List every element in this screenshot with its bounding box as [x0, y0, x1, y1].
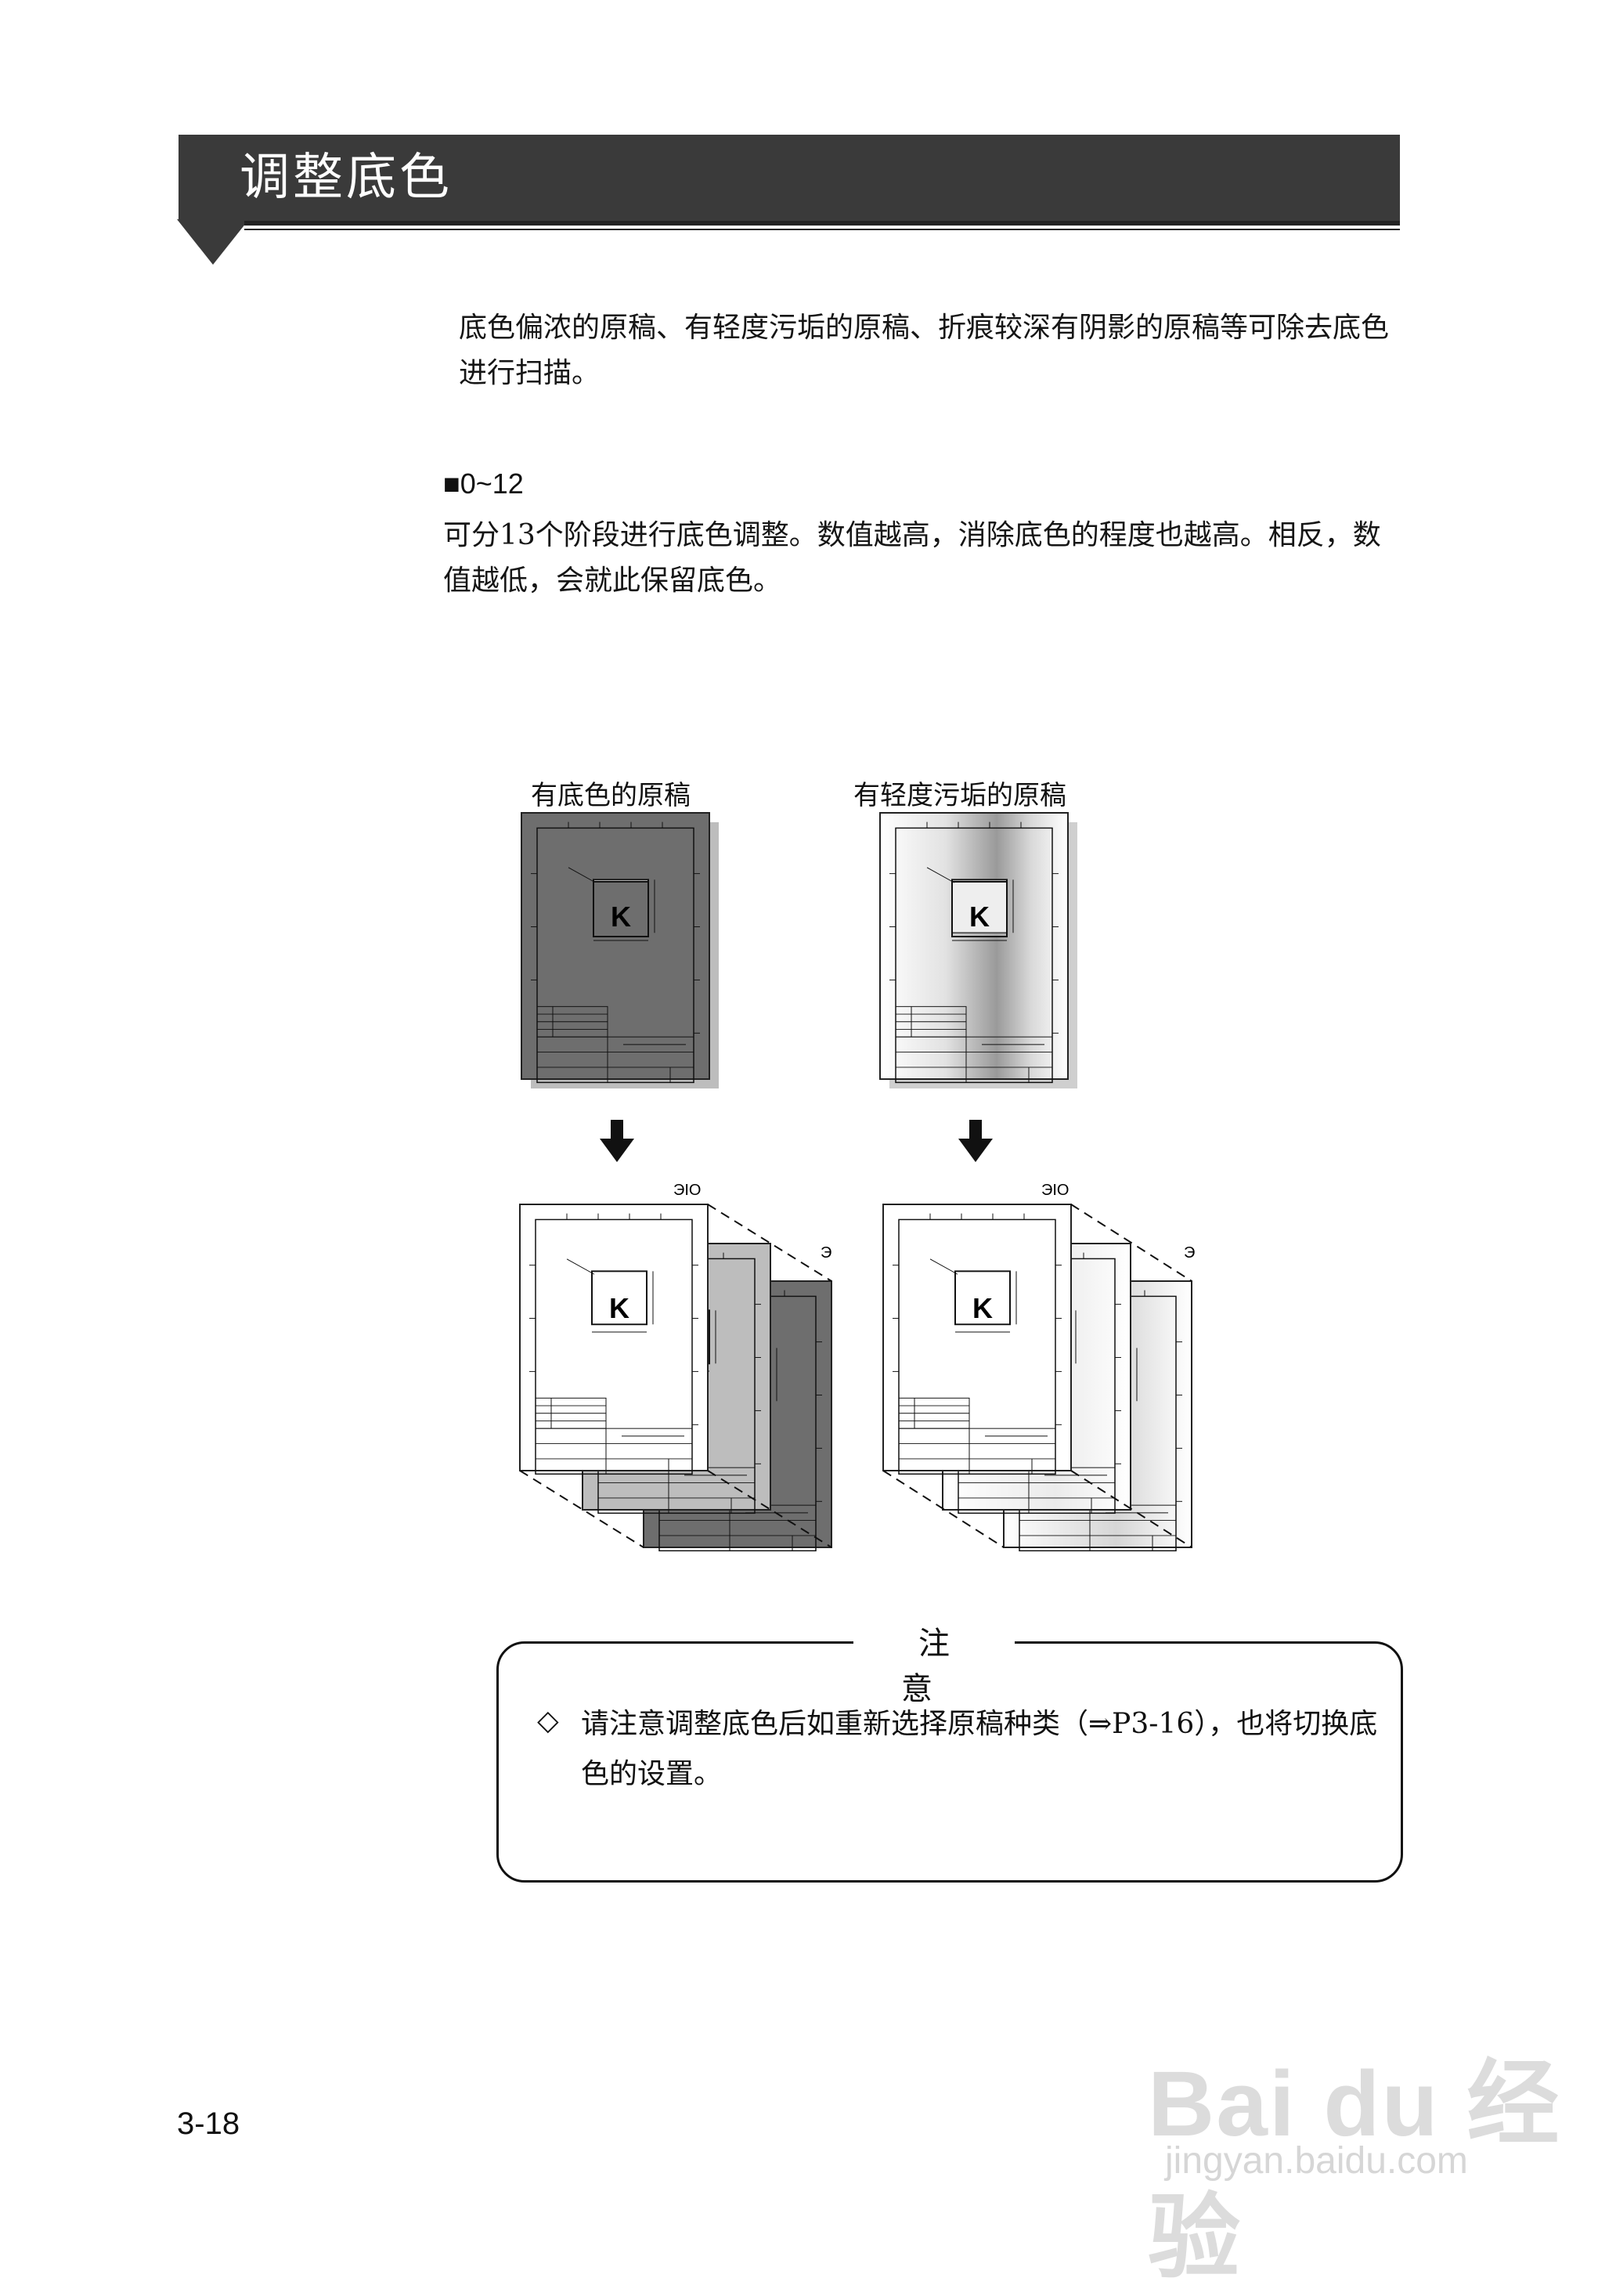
- page-title: 调整底色: [240, 149, 453, 207]
- banner-rule-thin: [244, 229, 1400, 230]
- diamond-bullet-icon: ◇: [537, 1705, 559, 1737]
- watermark-url: jingyan.baidu.com: [1165, 2140, 1468, 2182]
- left-caption: 有底色的原稿: [531, 780, 691, 811]
- doc-letter: K: [609, 1292, 629, 1324]
- banner-tab: [177, 219, 249, 265]
- side-label: Э: [821, 1244, 831, 1262]
- right-caption: 有轻度污垢的原稿: [853, 780, 1066, 811]
- range-label: ■0~12: [443, 468, 524, 500]
- note-title: 注意: [901, 1626, 984, 1707]
- intro-paragraph: 底色偏浓的原稿、有轻度污垢的原稿、折痕较深有阴影的原稿等可除去底色进行扫描。: [459, 312, 1390, 389]
- section-banner: [179, 135, 1400, 221]
- watermark-logo: Bai du 经验: [1148, 2052, 1561, 2290]
- stack-label: ЭIO: [673, 1182, 702, 1199]
- dark-result-stack: [519, 1204, 832, 1552]
- note-title-mask: [853, 1621, 1015, 1665]
- doc-letter: K: [969, 901, 990, 933]
- down-arrow-icon: [958, 1120, 993, 1162]
- banner-rule: [244, 221, 1400, 226]
- doc-letter: K: [611, 901, 631, 933]
- range-paragraph: 可分13个阶段进行底色调整。数值越高，消除底色的程度也越高。相反，数值越低，会就…: [443, 519, 1381, 597]
- side-label: Э: [1184, 1244, 1195, 1262]
- note-text: 请注意调整底色后如重新选择原稿种类（⇒P3-16），也将切换底色的设置。: [581, 1708, 1378, 1790]
- down-arrow-icon: [600, 1120, 634, 1162]
- stack-label: ЭIO: [1041, 1182, 1070, 1199]
- page-number: 3-18: [177, 2106, 240, 2141]
- stained-result-stack: [882, 1204, 1192, 1552]
- doc-letter: K: [972, 1292, 993, 1324]
- stained-original-sheet: [879, 812, 1077, 1088]
- dark-original-sheet: [521, 812, 719, 1088]
